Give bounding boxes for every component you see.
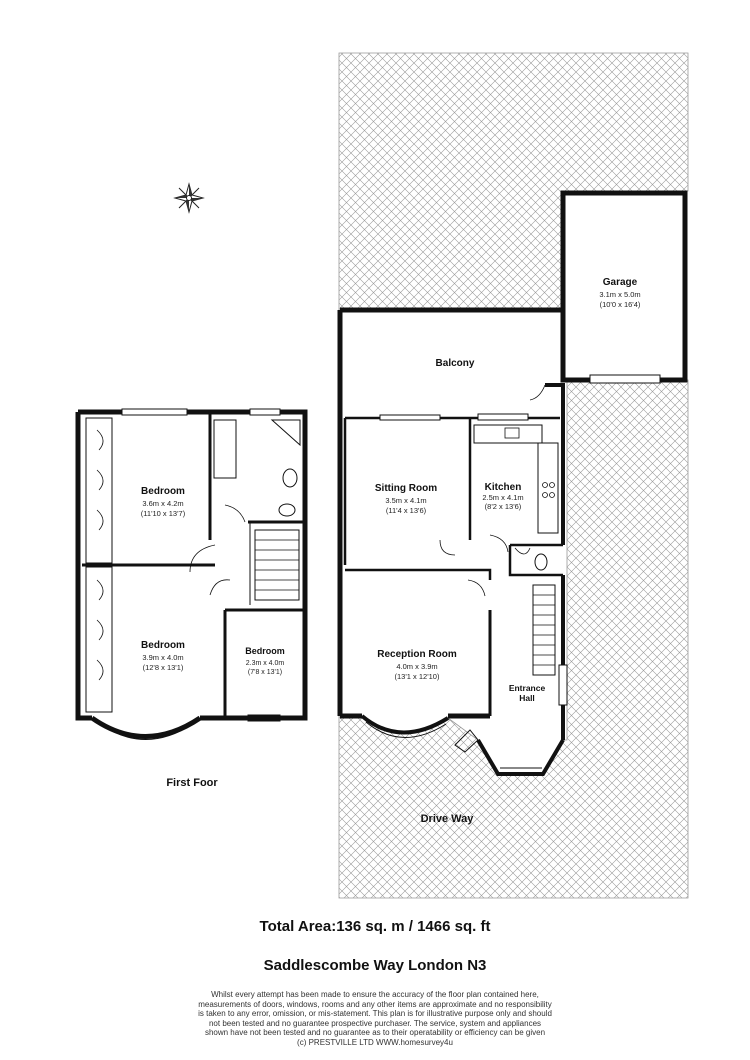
- kitchen-dim-metric: 2.5m x 4.1m: [482, 493, 523, 502]
- balcony-label: Balcony: [436, 358, 475, 369]
- disclaimer-line: not been tested and no guarantee prospec…: [208, 1018, 542, 1028]
- driveway-hatch: [338, 379, 689, 899]
- bedroom-2-dim-imperial: (12'8 x 13'1): [143, 663, 184, 672]
- entrance-hall-label-2: Hall: [519, 693, 535, 703]
- reception-room-dim-imperial: (13'1 x 12'10): [395, 672, 440, 681]
- garage-label: Garage: [603, 277, 638, 288]
- bedroom-1-label: Bedroom: [141, 486, 185, 497]
- bedroom-3-dim-metric: 2.3m x 4.0m: [246, 660, 285, 667]
- disclaimer-line: shown have not been tested and no guaran…: [204, 1028, 546, 1037]
- bedroom-2-dim-metric: 3.9m x 4.0m: [142, 653, 183, 662]
- disclaimer-line: Whilst every attempt has been made to en…: [211, 990, 539, 999]
- compass-icon: [173, 182, 205, 214]
- disclaimer-line: measurements of doors, windows, rooms an…: [198, 999, 552, 1009]
- sitting-room-dim-metric: 3.5m x 4.1m: [385, 496, 426, 505]
- disclaimer: Whilst every attempt has been made to en…: [0, 990, 750, 1047]
- sitting-room-dim-imperial: (11'4 x 13'6): [386, 506, 427, 515]
- bedroom-3-label: Bedroom: [245, 646, 285, 656]
- bedroom-3-dim-imperial: (7'8 x 13'1): [248, 669, 282, 676]
- garden-hatch: [338, 52, 689, 311]
- floor-plan: Garage 3.1m x 5.0m (10'0 x 16'4) Balcony…: [75, 52, 689, 899]
- kitchen-dim-imperial: (8'2 x 13'6): [485, 502, 522, 511]
- bedroom-1-dim-imperial: (11'10 x 13'7): [141, 509, 186, 518]
- ground-floor: [337, 190, 688, 776]
- bedroom-1-dim-metric: 3.6m x 4.2m: [142, 499, 183, 508]
- total-area: Total Area:136 sq. m / 1466 sq. ft: [259, 918, 491, 935]
- garage-dim-metric: 3.1m x 5.0m: [599, 290, 640, 299]
- disclaimer-line: is taken to any error, omission, or mis-…: [198, 1009, 552, 1018]
- address: Saddlescombe Way London N3: [263, 957, 487, 974]
- bedroom-2-label: Bedroom: [141, 640, 185, 651]
- entrance-hall-label: Entrance: [509, 683, 546, 693]
- garage-dim-imperial: (10'0 x 16'4): [600, 300, 641, 309]
- disclaimer-line: (c) PRESTVILLE LTD WWW.homesurvey4u: [297, 1037, 453, 1047]
- reception-room-dim-metric: 4.0m x 3.9m: [396, 662, 437, 671]
- drive-way-label: Drive Way: [421, 813, 475, 825]
- sitting-room-label: Sitting Room: [375, 483, 437, 494]
- first-floor-label: First Foor: [166, 777, 218, 789]
- first-floor: [75, 408, 308, 740]
- reception-room-label: Reception Room: [377, 649, 457, 660]
- kitchen-label: Kitchen: [485, 482, 522, 493]
